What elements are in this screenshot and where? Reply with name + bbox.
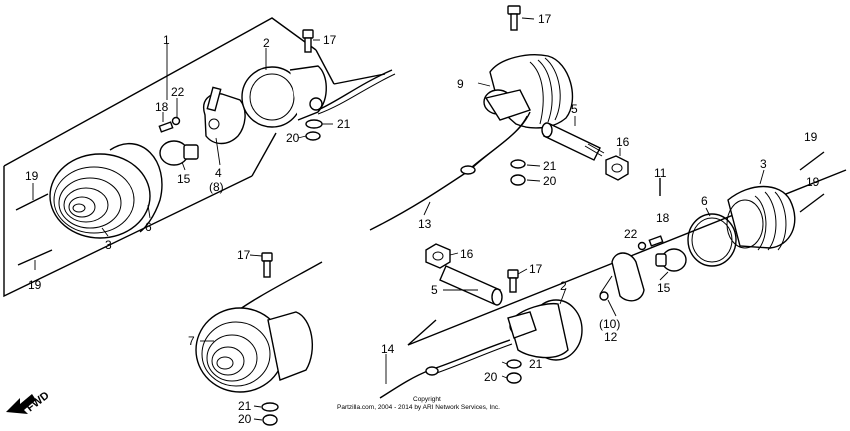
lens-upper-left <box>49 153 151 239</box>
screw-19d <box>799 193 825 213</box>
label-15-right: 15 <box>657 281 671 295</box>
lens-3-right <box>726 185 796 251</box>
screw-18-upper-left <box>158 116 181 133</box>
washer-21-upper-left <box>305 119 323 129</box>
lens-7 <box>195 307 313 393</box>
socket-plate-upper-left <box>203 86 246 145</box>
callout-labels: 1 2 17 22 18 21 20 15 4 (8) 19 6 3 19 17… <box>25 12 820 426</box>
label-20-lower: 20 <box>238 412 252 426</box>
label-1: 1 <box>163 33 170 47</box>
label-6-right: 6 <box>701 194 708 208</box>
upper-middle-assembly <box>369 5 629 231</box>
wire-14 <box>379 339 511 399</box>
label-5-upper: 5 <box>571 102 578 116</box>
bulb-15-right <box>655 248 687 272</box>
gasket-ring-upper-left <box>109 143 163 233</box>
label-17-top: 17 <box>538 12 552 26</box>
copyright-line-1: Copyright <box>413 396 441 403</box>
axle-5-right <box>439 265 503 306</box>
label-20-upper: 20 <box>286 131 300 145</box>
label-19-d: 19 <box>806 175 820 189</box>
label-22-upper: 22 <box>171 85 185 99</box>
washer-21-lower <box>261 402 279 412</box>
fwd-arrow <box>6 394 36 414</box>
housing-upper-left <box>241 65 327 128</box>
upper-left-winker-assembly <box>3 17 396 298</box>
label-18-right: 18 <box>656 211 670 225</box>
bolt-17-right <box>507 269 519 293</box>
nut-16-upper <box>605 155 629 181</box>
label-7: 7 <box>188 334 195 348</box>
label-22-right: 22 <box>624 227 638 241</box>
axle-5-upper <box>541 122 605 161</box>
bulb-upper-left <box>159 140 199 166</box>
wire-13 <box>369 111 531 231</box>
lower-left-winker-assembly <box>195 252 323 426</box>
label-5-right: 5 <box>431 283 438 297</box>
nut-20-lower <box>262 414 278 426</box>
label-15-upper: 15 <box>177 172 191 186</box>
label-14: 14 <box>381 342 395 356</box>
label-17-lower: 17 <box>237 248 251 262</box>
socket-plate-12 <box>599 252 645 302</box>
bolt-17-upper-left <box>302 29 314 53</box>
label-6-upper: 6 <box>145 220 152 234</box>
gasket-6-right <box>687 213 737 267</box>
nut-20-right <box>506 372 522 384</box>
label-19-c: 19 <box>804 130 818 144</box>
screw-18-right <box>637 235 664 251</box>
screw-19a <box>15 193 49 211</box>
label-3-upper: 3 <box>105 238 112 252</box>
label-17-right: 17 <box>529 262 543 276</box>
label-19-a: 19 <box>25 169 39 183</box>
label-13: 13 <box>418 217 432 231</box>
label-18-upper: 18 <box>155 100 169 114</box>
copyright-line-2: Partzilla.com, 2004 - 2014 by ARI Networ… <box>337 404 500 411</box>
label-8: (8) <box>209 180 224 194</box>
housing-9 <box>483 54 574 129</box>
label-4: 4 <box>215 166 222 180</box>
label-9: 9 <box>457 77 464 91</box>
label-19-b: 19 <box>28 278 42 292</box>
label-16-upper: 16 <box>616 135 630 149</box>
screw-19b <box>17 249 53 266</box>
label-17-upper: 17 <box>323 33 337 47</box>
label-21-mid: 21 <box>543 159 557 173</box>
label-21-right: 21 <box>529 357 543 371</box>
nut-20-mid <box>510 174 526 186</box>
label-21-lower: 21 <box>238 399 252 413</box>
label-20-right: 20 <box>484 370 498 384</box>
wire-upper-left <box>317 69 393 111</box>
label-3-right: 3 <box>760 157 767 171</box>
housing-2-right <box>507 299 583 361</box>
label-16-right: 16 <box>460 247 474 261</box>
label-2-upper: 2 <box>263 36 270 50</box>
label-10: (10) <box>599 317 620 331</box>
fwd-label: FWD <box>24 389 51 414</box>
nut-16-right <box>425 243 451 269</box>
label-21-upper: 21 <box>337 117 351 131</box>
washer-21-right <box>506 359 522 369</box>
label-12: 12 <box>604 330 618 344</box>
right-winker-assembly <box>379 151 847 399</box>
nut-20-upper-left <box>305 131 321 141</box>
label-2-right: 2 <box>560 279 567 293</box>
screw-19c <box>799 151 825 171</box>
bolt-17-lower-left <box>261 252 273 278</box>
label-20-mid: 20 <box>543 174 557 188</box>
label-11: 11 <box>654 166 667 180</box>
bolt-17-top <box>507 5 521 31</box>
washer-21-mid <box>510 159 526 169</box>
